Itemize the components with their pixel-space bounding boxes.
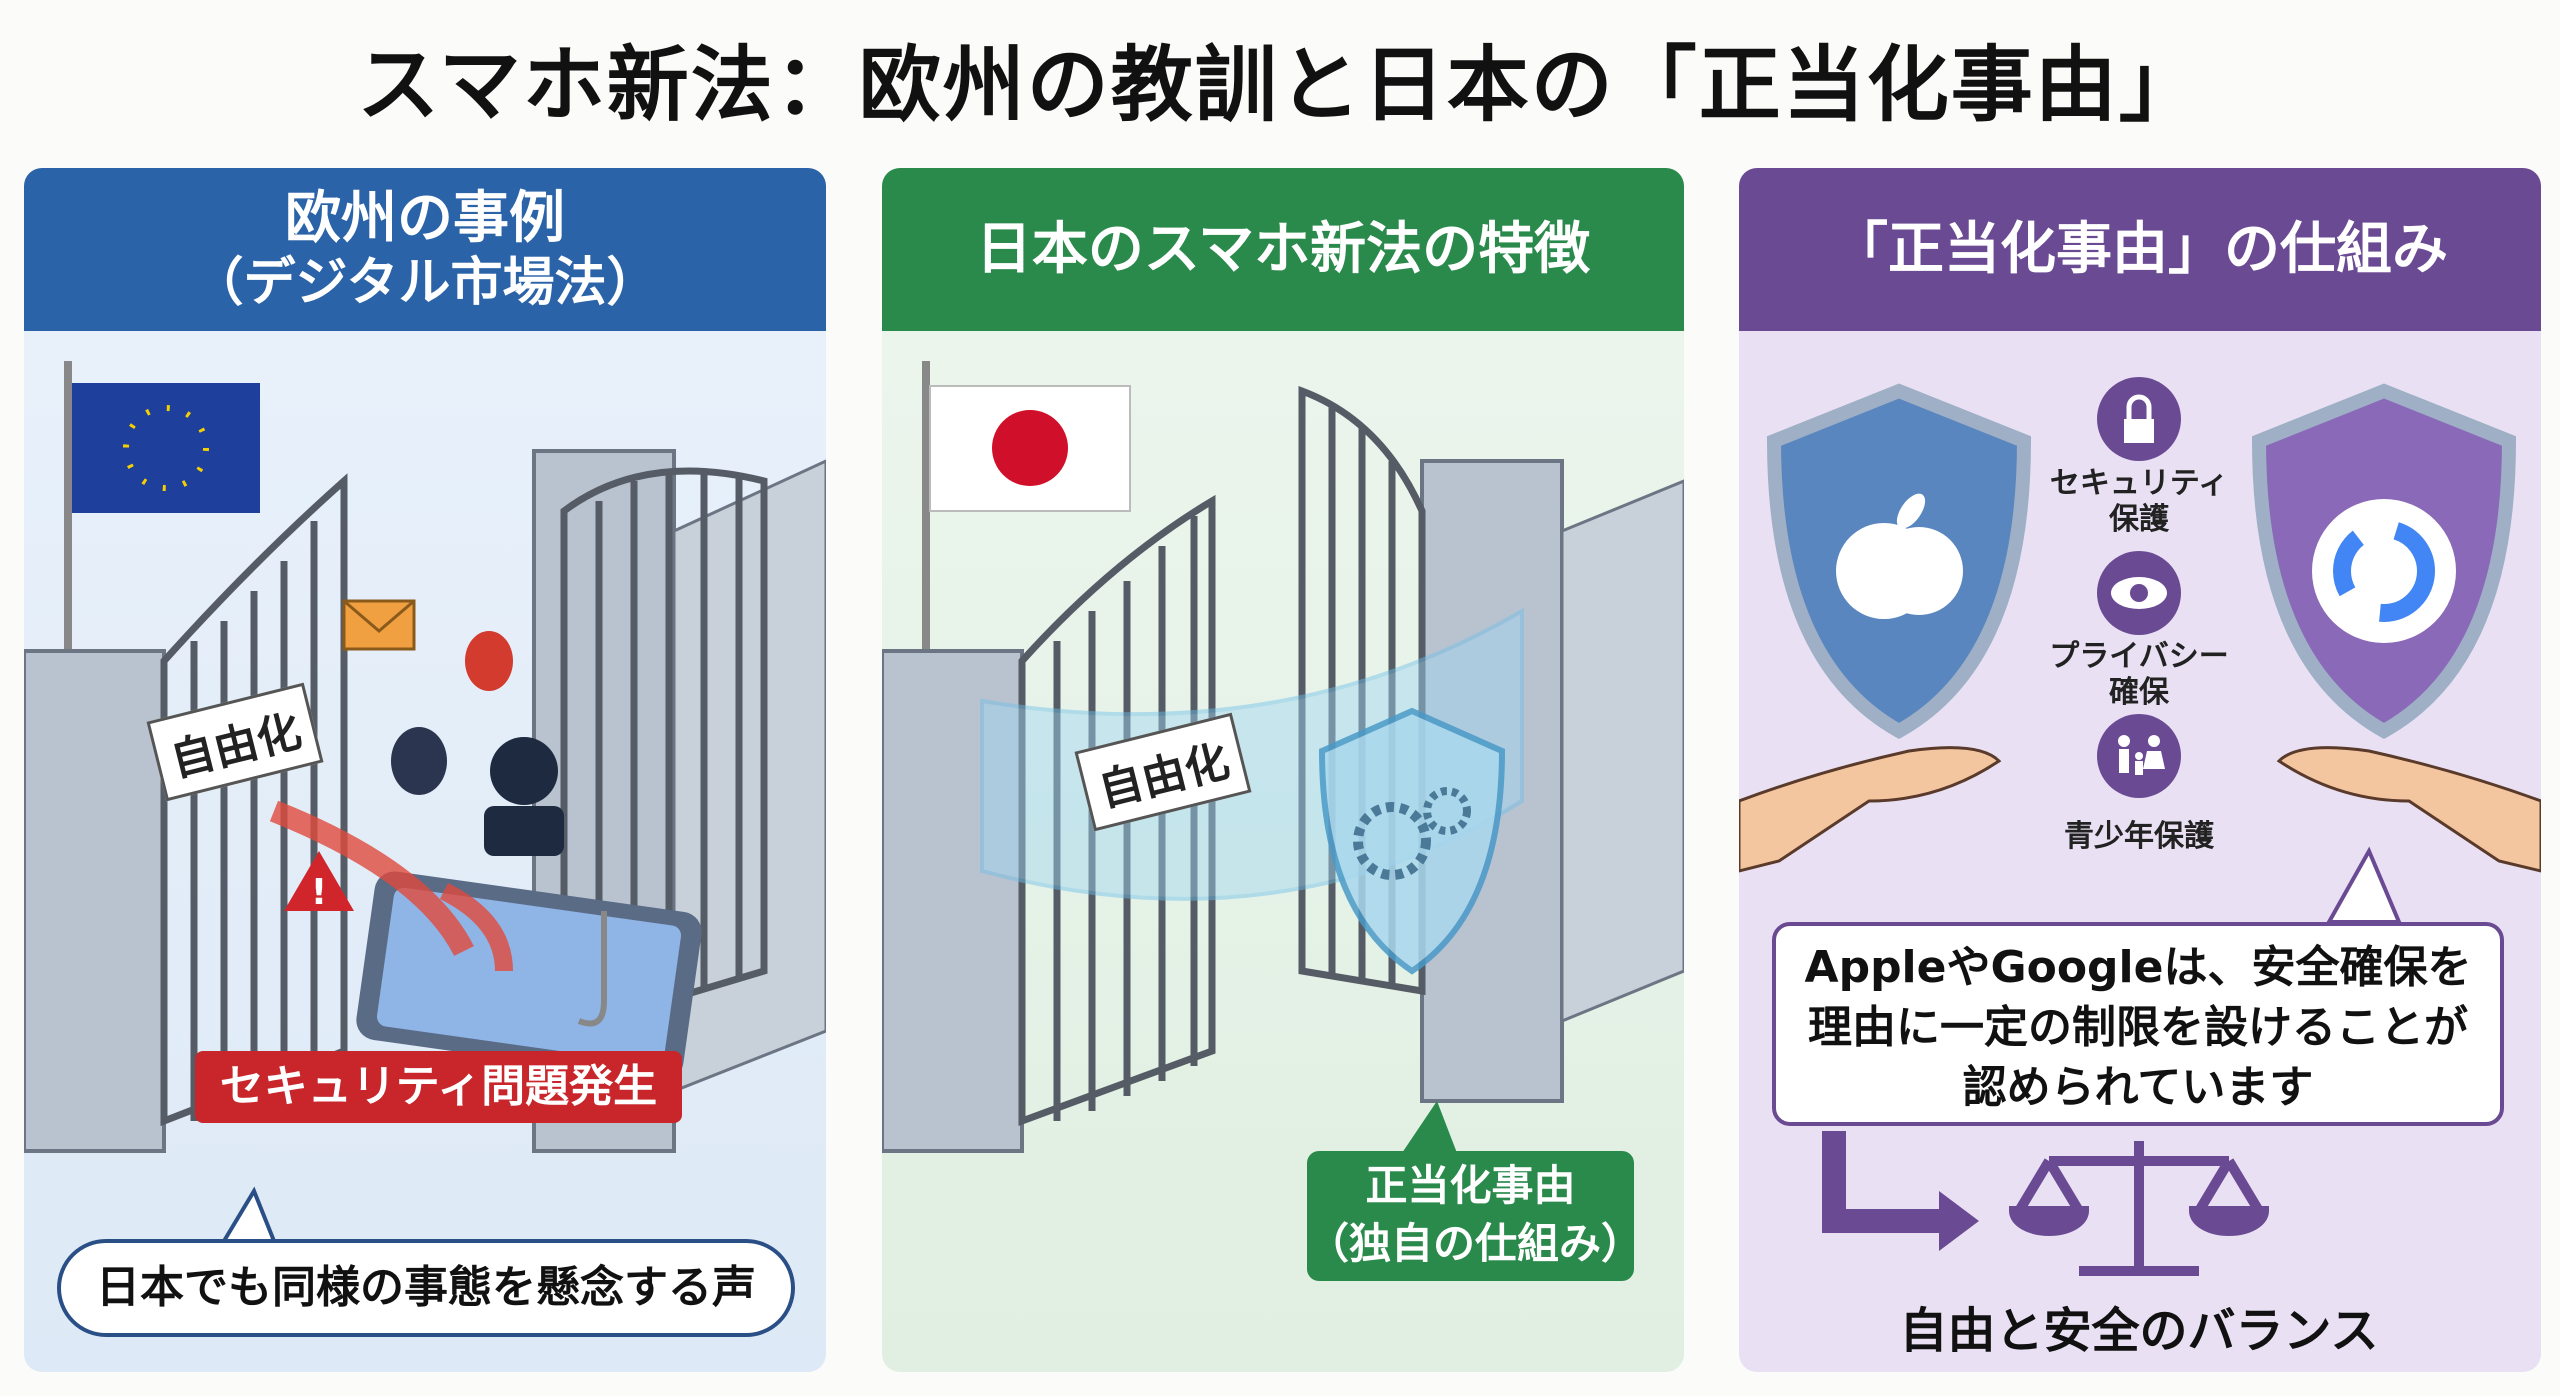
shields-illustration — [1739, 377, 2541, 1276]
icon-caption-security: セキュリティ保護 — [2049, 466, 2229, 537]
left-hand — [1739, 746, 2002, 873]
envelope-icon — [342, 599, 416, 651]
protected-gate-illustration — [882, 361, 1684, 1153]
warning-icon: ! — [284, 851, 354, 913]
apple-shield-icon — [1766, 383, 2032, 740]
europe-panel: 欧州の事例 （デジタル市場法） ! — [24, 168, 826, 1372]
shield-gears-icon — [1318, 707, 1506, 975]
flagpole — [922, 361, 930, 681]
scales-icon — [2008, 1141, 2270, 1276]
open-gate-illustration: ! — [24, 361, 826, 1243]
justification-subtitle: （独自の仕組み） — [1307, 1219, 1644, 1268]
flagpole — [64, 361, 72, 681]
japan-flag-icon — [929, 385, 1131, 512]
page-title: スマホ新法：欧州の教訓と日本の「正当化事由」 — [357, 38, 2203, 133]
eu-flag-icon — [72, 383, 260, 513]
japan-panel: 日本のスマホ新法の特徴 自由化 正当化事由 （独自の仕組み） — [882, 168, 1684, 1372]
gate-right — [560, 467, 768, 1036]
concern-speech-bubble: 日本でも同様の事態を懸念する声 — [57, 1239, 795, 1337]
security-issue-label: セキュリティ問題発生 — [195, 1051, 682, 1123]
google-shield-icon — [2251, 383, 2517, 740]
bug-icon — [391, 727, 447, 795]
gate-pillar-left — [24, 649, 166, 1153]
mechanism-panel-header: 「正当化事由」の仕組み — [1739, 168, 2541, 331]
icon-caption-privacy: プライバシー確保 — [2049, 639, 2229, 710]
europe-panel-header: 欧州の事例 （デジタル市場法） — [24, 168, 826, 331]
mechanism-heading: 「正当化事由」の仕組み — [1832, 216, 2448, 282]
justification-title: 正当化事由 — [1365, 1161, 1576, 1210]
europe-subheading: （デジタル市場法） — [191, 252, 659, 313]
svg-text:!: ! — [311, 872, 327, 913]
arrow-icon — [1822, 1131, 1939, 1233]
hacker-icon — [484, 737, 564, 856]
bug-icon — [465, 631, 513, 691]
icon-caption-youth: 青少年保護 — [2064, 819, 2214, 854]
japan-heading: 日本のスマホ新法の特徴 — [975, 216, 1591, 282]
mechanism-panel: 「正当化事由」の仕組み セキュリティ保護 プライバシー確保 青少年保護 — [1739, 168, 2541, 1372]
explanation-callout: AppleやGoogleは、安全確保を 理由に一定の制限を設けることが 認められ… — [1772, 922, 2504, 1126]
europe-heading: 欧州の事例 — [285, 185, 565, 251]
japan-panel-header: 日本のスマホ新法の特徴 — [882, 168, 1684, 331]
phishing-hook-icon — [577, 911, 607, 1027]
balance-caption: 自由と安全のバランス — [1899, 1303, 2379, 1359]
right-hand — [2276, 746, 2541, 873]
gate-left — [160, 473, 348, 1127]
threat-arrow — [269, 800, 474, 957]
gate-left — [1018, 494, 1216, 1127]
justification-label: 正当化事由 （独自の仕組み） — [1307, 1151, 1644, 1281]
